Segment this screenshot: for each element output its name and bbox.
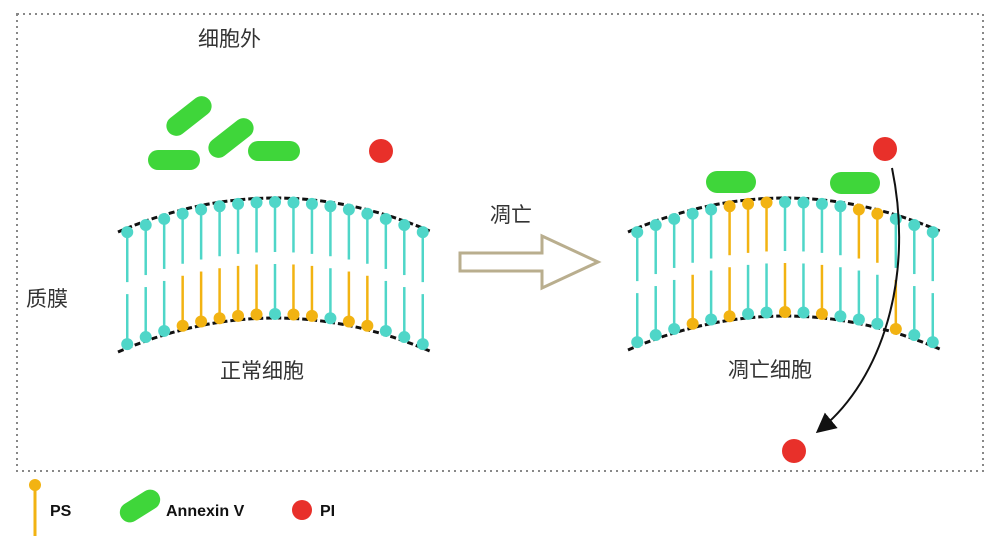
- lipid-head: [139, 219, 152, 232]
- lipid-head: [723, 200, 736, 213]
- lipid-head: [852, 203, 865, 216]
- legend-annexin-label: Annexin V: [166, 503, 245, 520]
- lipid-head: [705, 313, 718, 326]
- lipid-head: [797, 306, 810, 319]
- annexin-legend-icon: [119, 489, 161, 523]
- lipid-head: [705, 203, 718, 216]
- lipid-head: [871, 317, 884, 330]
- annexin-molecule: [148, 150, 200, 170]
- legend-ps-label: PS: [50, 503, 72, 520]
- lipid-head: [760, 306, 773, 319]
- apoptosis-arrow: [458, 233, 602, 291]
- pi-molecule: [782, 439, 806, 463]
- apoptotic-cell-membrane: [627, 196, 943, 352]
- lipid-head: [361, 319, 374, 332]
- lipid-head: [631, 226, 644, 239]
- lipid-head: [195, 203, 208, 216]
- lipid-head: [121, 226, 134, 239]
- legend-pi-label: PI: [320, 503, 335, 520]
- lipid-head: [305, 309, 318, 322]
- lipid-head: [121, 338, 134, 351]
- lipid-head: [815, 197, 828, 210]
- pi-legend-icon: [292, 500, 312, 520]
- lipid-head: [287, 308, 300, 321]
- annexin-molecule: [248, 141, 300, 161]
- lipid-head: [834, 200, 847, 213]
- ps-legend-icon-head: [29, 479, 41, 491]
- lipid-head: [176, 207, 189, 220]
- lipid-head: [871, 207, 884, 220]
- lipid-head: [158, 212, 171, 225]
- outside-label: 细胞外: [198, 27, 261, 51]
- inner-leaflet-edge: [627, 314, 943, 352]
- lipid-head: [926, 226, 939, 239]
- lipid-head: [834, 310, 847, 323]
- bound-annexin: [706, 171, 756, 193]
- lipid-head: [139, 331, 152, 344]
- lipid-head: [269, 196, 281, 208]
- lipid-head: [889, 322, 902, 335]
- normal-cell-membrane: [117, 196, 433, 354]
- lipid-head: [926, 336, 939, 349]
- annexin-molecule: [208, 118, 254, 158]
- lipid-head: [852, 313, 865, 326]
- lipid-head: [250, 196, 263, 209]
- lipid-head: [213, 200, 226, 213]
- bound-annexin: [830, 172, 880, 194]
- lipid-head: [232, 197, 245, 210]
- lipid-head: [379, 212, 392, 225]
- lipid-head: [797, 196, 810, 209]
- lipid-head: [361, 207, 374, 220]
- pi-entry-arrow: [815, 167, 901, 434]
- lipid-head: [723, 310, 736, 323]
- free-annexin-group: [148, 96, 300, 170]
- lipid-head: [649, 219, 662, 232]
- lipid-head: [195, 315, 208, 328]
- lipid-head: [250, 308, 263, 321]
- apoptotic-cell-label: 凋亡细胞: [728, 358, 812, 382]
- lipid-head: [269, 308, 281, 320]
- lipid-head: [815, 307, 828, 320]
- lipid-head: [631, 336, 644, 349]
- lipid-head: [742, 307, 755, 320]
- lipid-head: [649, 329, 662, 342]
- inner-leaflet-edge: [117, 316, 433, 354]
- lipid-head: [760, 196, 773, 209]
- lipid-head: [742, 197, 755, 210]
- lipid-head: [287, 196, 300, 209]
- lipid-head: [398, 331, 411, 344]
- lipid-head: [379, 324, 392, 337]
- diagram-frame: [16, 13, 984, 472]
- lipid-head: [908, 329, 921, 342]
- lipid-head: [668, 212, 681, 225]
- lipid-head: [908, 219, 921, 232]
- lipid-head: [213, 312, 226, 325]
- lipid-head: [779, 196, 791, 208]
- legend: PS Annexin V PI: [29, 479, 335, 536]
- lipid-head: [398, 219, 411, 232]
- lipid-head: [686, 207, 699, 220]
- lipid-head: [416, 338, 429, 351]
- lipid-head: [668, 322, 681, 335]
- lipid-head: [158, 324, 171, 337]
- normal-cell-label: 正常细胞: [220, 359, 304, 383]
- pi-molecule: [873, 137, 897, 161]
- annexin-molecule: [166, 96, 212, 136]
- lipid-head: [889, 212, 902, 225]
- lipid-head: [324, 200, 337, 213]
- lipid-head: [324, 312, 337, 325]
- lipid-head: [779, 306, 791, 318]
- lipid-head: [342, 315, 355, 328]
- pi-molecule: [369, 139, 393, 163]
- apoptosis-arrow-label: 凋亡: [490, 203, 532, 227]
- lipid-head: [686, 317, 699, 330]
- membrane-label: 质膜: [26, 287, 68, 311]
- lipid-head: [305, 197, 318, 210]
- lipid-head: [416, 226, 429, 239]
- lipid-head: [232, 309, 245, 322]
- lipid-head: [342, 203, 355, 216]
- lipid-head: [176, 319, 189, 332]
